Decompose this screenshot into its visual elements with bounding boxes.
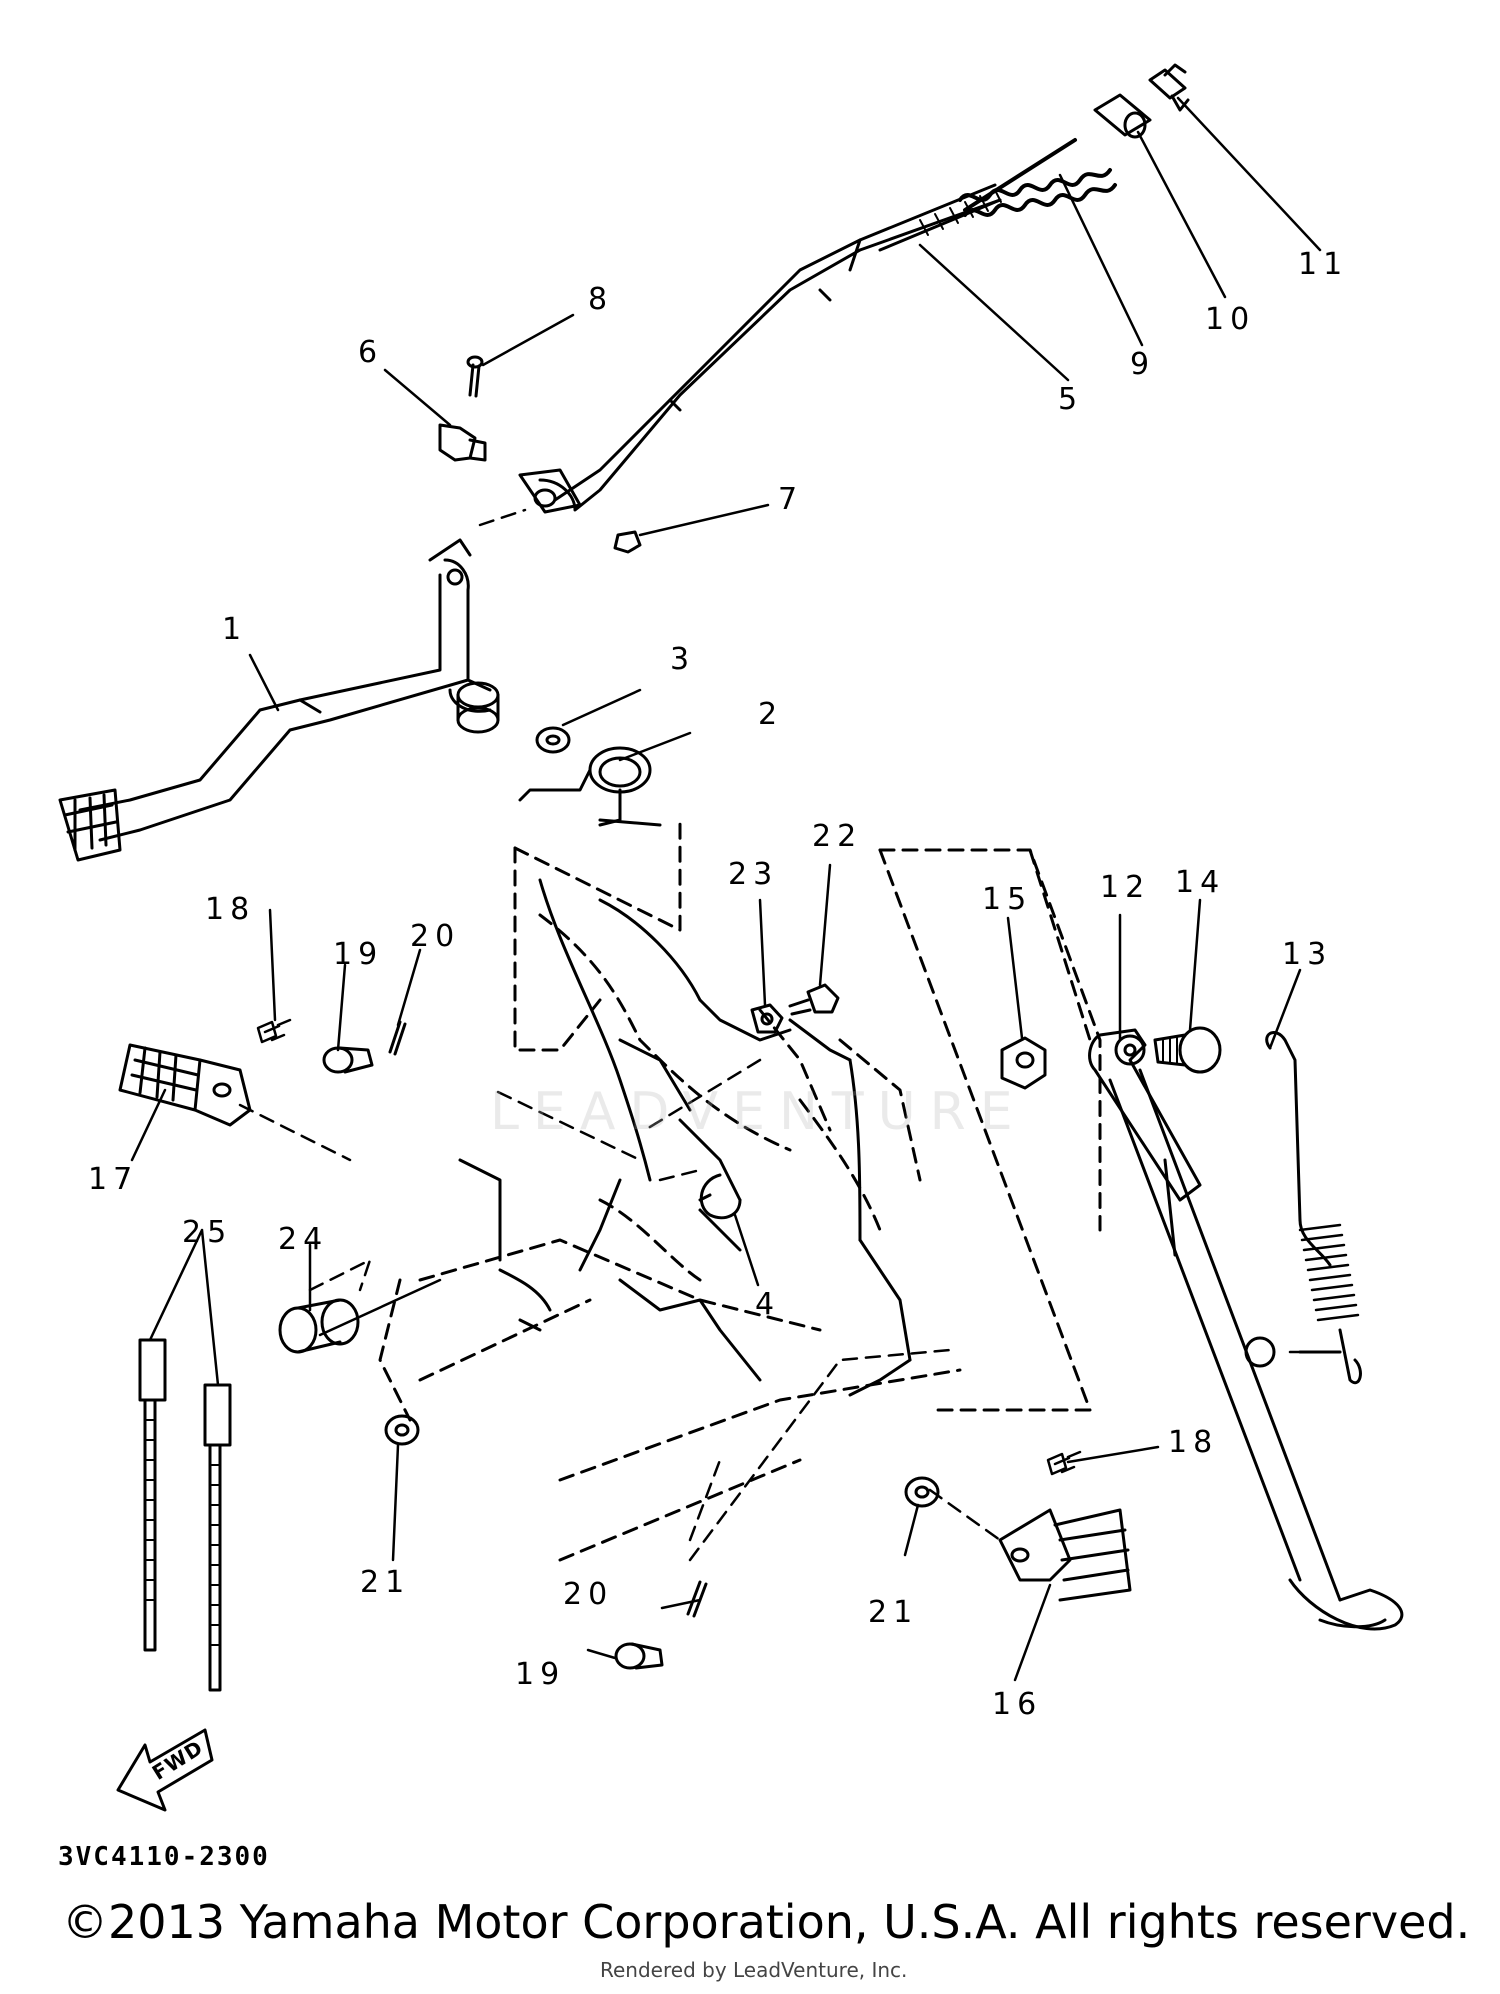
callout-20b: 20 bbox=[563, 1577, 614, 1612]
callout-17: 17 bbox=[88, 1162, 139, 1197]
callout-16: 16 bbox=[992, 1687, 1043, 1722]
callout-3: 3 bbox=[670, 642, 696, 677]
washer-right bbox=[904, 1476, 940, 1508]
nut bbox=[613, 530, 642, 554]
callout-23: 23 bbox=[728, 857, 779, 892]
sidestand-leg bbox=[1108, 1068, 1404, 1631]
callout-5: 5 bbox=[1058, 382, 1084, 417]
washer-left bbox=[384, 1414, 420, 1446]
clevis-pin bbox=[438, 423, 487, 462]
cable-ties bbox=[138, 1338, 232, 1692]
pivot-bolt bbox=[1153, 1026, 1222, 1074]
cotter-pin-left bbox=[388, 1020, 407, 1056]
callout-11: 11 bbox=[1298, 247, 1349, 282]
callout-19b: 19 bbox=[515, 1657, 566, 1692]
return-spring bbox=[518, 746, 662, 827]
frame-outline bbox=[378, 818, 1102, 1562]
callout-13: 13 bbox=[1282, 937, 1333, 972]
callout-19a: 19 bbox=[333, 937, 384, 972]
sidestand-spring bbox=[1265, 1031, 1362, 1384]
callout-10: 10 bbox=[1205, 302, 1256, 337]
callout-1: 1 bbox=[222, 612, 248, 647]
pivot-nut bbox=[1000, 1036, 1047, 1090]
footrest-left bbox=[118, 1043, 252, 1127]
callout-18b: 18 bbox=[1168, 1425, 1219, 1460]
callout-6: 6 bbox=[358, 335, 384, 370]
footrest-pin-left bbox=[322, 1046, 374, 1074]
callout-18a: 18 bbox=[205, 892, 256, 927]
callout-24: 24 bbox=[278, 1222, 329, 1257]
watermark: LEADVENTURE bbox=[490, 1082, 1027, 1142]
callout-4: 4 bbox=[755, 1287, 781, 1322]
callout-9: 9 bbox=[1130, 347, 1156, 382]
diagram-code: 3VC4110-2300 bbox=[58, 1842, 270, 1872]
callout-8: 8 bbox=[588, 282, 614, 317]
leader-dashed bbox=[238, 508, 1342, 1562]
footrest-pin-right bbox=[614, 1642, 664, 1670]
fwd-arrow-icon bbox=[116, 1728, 214, 1812]
footrest-spring-left bbox=[256, 1018, 292, 1044]
frame-contour bbox=[458, 878, 912, 1397]
brake-rod bbox=[518, 183, 1002, 514]
joint-cylinder bbox=[1093, 93, 1152, 139]
collar bbox=[278, 1298, 360, 1354]
bolt-22 bbox=[788, 983, 840, 1016]
callout-12: 12 bbox=[1100, 870, 1151, 905]
callout-20a: 20 bbox=[410, 919, 461, 954]
copyright-notice: ©2013 Yamaha Motor Corporation, U.S.A. A… bbox=[62, 1895, 1471, 1949]
wing-nut bbox=[1148, 63, 1190, 112]
rendered-by-credit: Rendered by LeadVenture, Inc. bbox=[600, 1958, 908, 1982]
footrest-right bbox=[998, 1508, 1132, 1602]
circlip bbox=[698, 1173, 742, 1220]
callout-2: 2 bbox=[758, 697, 784, 732]
callout-22: 22 bbox=[812, 819, 863, 854]
callout-15: 15 bbox=[982, 882, 1033, 917]
washer bbox=[535, 726, 571, 754]
cotter-pin bbox=[466, 355, 484, 398]
callout-14: 14 bbox=[1175, 865, 1226, 900]
nut-23 bbox=[750, 1003, 784, 1034]
callout-25: 25 bbox=[182, 1215, 233, 1250]
callout-21a: 21 bbox=[360, 1565, 411, 1600]
adjust-spring bbox=[958, 138, 1117, 217]
sidestand-bracket bbox=[1088, 1028, 1202, 1257]
brake-pedal bbox=[58, 538, 500, 862]
leader-lines bbox=[130, 96, 1322, 1682]
callout-21b: 21 bbox=[868, 1595, 919, 1630]
callout-7: 7 bbox=[778, 482, 804, 517]
cotter-pin-right bbox=[686, 1580, 708, 1618]
footrest-spring-right bbox=[1046, 1450, 1082, 1476]
